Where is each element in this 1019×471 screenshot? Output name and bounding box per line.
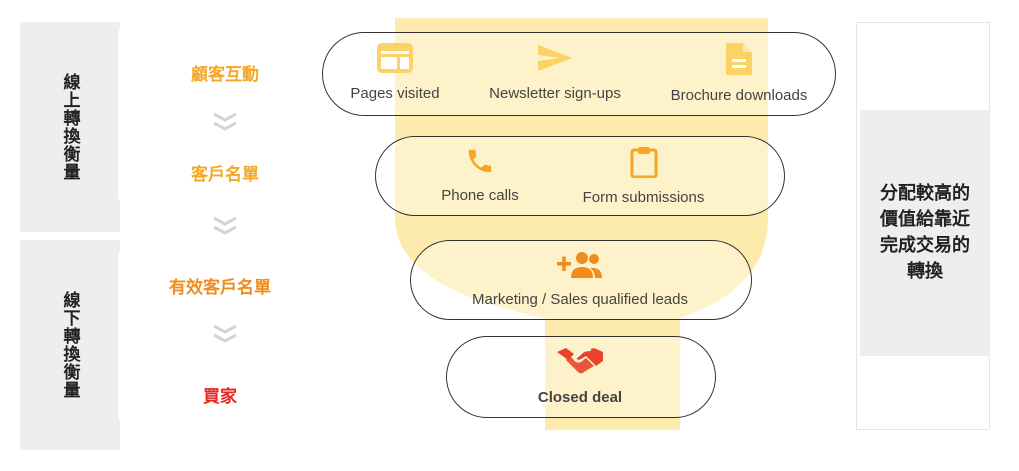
funnel-item-label: Newsletter sign-ups <box>489 85 621 102</box>
offline-group-label: 線下轉換衡量 <box>59 291 80 399</box>
funnel-item-label: Brochure downloads <box>670 87 808 104</box>
funnel-item-label: Form submissions <box>582 189 705 206</box>
phone-icon <box>468 149 492 173</box>
stage-label-engagement: 顧客互動 <box>191 65 259 85</box>
stage-label-leads: 客戶名單 <box>191 165 259 185</box>
document-icon <box>726 43 752 75</box>
online-group-label: 線上轉換衡量 <box>59 73 80 181</box>
right-note-text: 分配較高的價值給靠近完成交易的轉換 <box>880 183 970 282</box>
send-icon <box>538 45 572 71</box>
funnel-item-label: Pages visited <box>350 85 440 102</box>
funnel-item-label: Marketing / Sales qualified leads <box>472 291 688 308</box>
right-note-box: 分配較高的價值給靠近完成交易的轉換 <box>860 110 990 356</box>
funnel-item-newsletter: Newsletter sign-ups <box>472 42 638 102</box>
funnel-shape <box>395 18 768 430</box>
chevron-down-icon <box>213 216 237 235</box>
funnel-level-leads <box>375 136 785 216</box>
funnel-item-form-submissions: Form submissions <box>566 146 721 206</box>
chevron-down-icon <box>213 324 237 343</box>
funnel-item-pages-visited: Pages visited <box>330 42 460 102</box>
funnel-level-closed-deal <box>446 336 716 418</box>
clipboard-icon <box>630 147 657 178</box>
online-group-box: 線上轉換衡量 <box>20 22 120 232</box>
add-group-icon <box>557 252 602 278</box>
offline-group-box: 線下轉換衡量 <box>20 240 120 450</box>
funnel-item-closed-deal: Closed deal <box>480 344 680 406</box>
funnel-item-brochure: Brochure downloads <box>654 42 824 104</box>
stage-label-qualified-leads: 有效客戶名單 <box>169 278 271 298</box>
handshake-icon <box>557 348 603 374</box>
funnel-item-phone-calls: Phone calls <box>420 146 540 204</box>
web-page-icon <box>377 43 413 73</box>
stage-label-buyer: 買家 <box>203 387 237 407</box>
chevron-down-icon <box>213 112 237 131</box>
funnel-item-label: Phone calls <box>441 187 519 204</box>
funnel-item-qualified-leads: Marketing / Sales qualified leads <box>420 250 740 308</box>
funnel-item-label: Closed deal <box>537 389 623 406</box>
